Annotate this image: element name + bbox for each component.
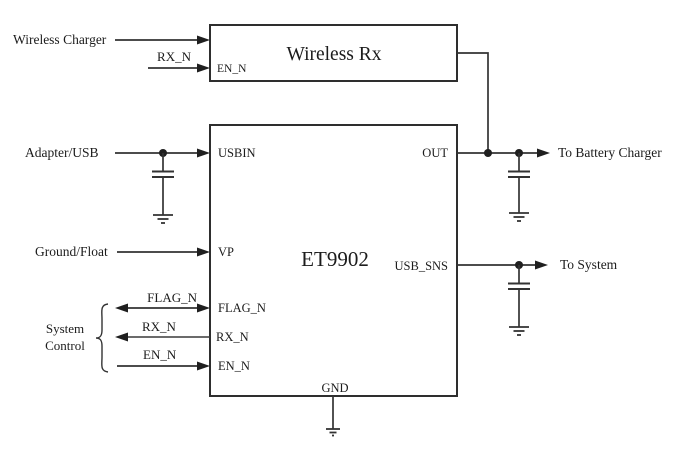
pin-en-n: EN_N: [218, 359, 250, 373]
wire-label-flag-n: FLAG_N: [147, 290, 197, 305]
label-wireless-charger: Wireless Charger: [13, 32, 107, 47]
label-to-system: To System: [560, 257, 618, 272]
pin-wireless-en-n: EN_N: [217, 63, 247, 75]
arrowhead-right-icon: [197, 303, 210, 313]
capacitor-usb-sns-icon: [508, 265, 530, 327]
wire-label-en-n: EN_N: [143, 347, 177, 362]
wire-out-to-battery-charger: [457, 148, 550, 158]
wire-en-n: [117, 361, 210, 371]
arrowhead-left-icon: [115, 332, 128, 342]
arrowhead-right-icon: [197, 361, 210, 371]
ground-symbol-gnd-icon: [326, 396, 340, 437]
label-adapter-usb: Adapter/USB: [25, 145, 99, 160]
wireless-rx-title: Wireless Rx: [286, 44, 381, 65]
pin-out: OUT: [422, 146, 448, 160]
junction-dot: [484, 149, 492, 157]
pin-gnd: GND: [321, 381, 348, 395]
wire-flag-n: [115, 303, 210, 313]
ground-symbol-usb-sns-icon: [509, 326, 529, 336]
pin-rx-n: RX_N: [216, 330, 249, 344]
curly-brace-icon: [95, 303, 109, 373]
pin-vp: VP: [218, 245, 234, 259]
wire-rx-n: [115, 332, 210, 342]
wire-rx-n-to-wireless-en: [148, 63, 210, 73]
pin-usbin: USBIN: [218, 146, 256, 160]
wire-usb-sns-to-system: [457, 260, 548, 270]
wire-label-rx-n-top: RX_N: [157, 49, 192, 64]
wire-wireless-charger: [115, 35, 210, 45]
arrowhead-right-icon: [197, 247, 210, 257]
label-ground-float: Ground/Float: [35, 244, 108, 259]
capacitor-adapter-icon: [152, 153, 174, 215]
arrowhead-right-icon: [197, 148, 210, 158]
ground-symbol-adapter-icon: [153, 214, 173, 224]
arrowhead-left-icon: [115, 303, 128, 313]
et9902-title: ET9902: [301, 247, 369, 271]
label-system-control-line2: Control: [45, 338, 85, 353]
arrowhead-right-icon: [197, 63, 210, 73]
wireless-rx-block: [209, 24, 458, 82]
wire-ground-float: [117, 247, 210, 257]
wire-label-rx-n: RX_N: [142, 319, 177, 334]
pin-usb-sns: USB_SNS: [395, 259, 449, 273]
arrowhead-right-icon: [535, 260, 548, 270]
pin-flag-n: FLAG_N: [218, 301, 266, 315]
wire-wireless-out-to-out: [457, 52, 489, 153]
capacitor-out-icon: [508, 153, 530, 213]
arrowhead-right-icon: [197, 35, 210, 45]
label-system-control-line1: System: [46, 321, 84, 336]
ground-symbol-out-icon: [509, 212, 529, 222]
arrowhead-right-icon: [537, 148, 550, 158]
et9902-block: [209, 124, 458, 397]
label-to-battery-charger: To Battery Charger: [558, 145, 662, 160]
